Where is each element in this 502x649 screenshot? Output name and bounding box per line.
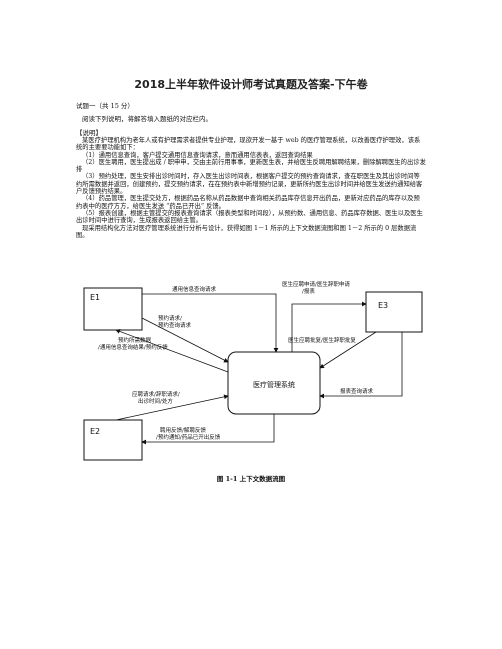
entity-e2-box [83,419,143,461]
flow-appointment-request-label-1: 预约请求/ [158,314,182,322]
process-label: 医疗管理系统 [253,380,295,389]
entity-e3-label: E3 [378,301,388,310]
paragraph-4: （4）药品管理，医生提交处方，根据药品名称从药品数据中查询相关药品库存信息开出药… [76,195,420,210]
document-title: 2018上半年软件设计师考试真题及答案-下午卷 [134,78,368,91]
flow-approval-label: 医生应聘批复/医生辞职批复 [288,336,356,344]
paragraph-1: （1）通用信息查询，客户提交通用信息查询请求，意而通用信表表，返回查询结果 [82,151,313,159]
figure-caption: 图 1-1 上下文数据流图 [216,475,286,483]
paragraph-2: （2）医生聘用，医生提出成 / 职申申，交由主前行用事事，更新医生表，并给医生反… [76,158,426,174]
flow-doctor-request [115,394,229,421]
paragraph-closing: 现采用结构化方法对医疗管理系统进行分析与设计，获得如图 1－1 所示的上下文数据… [76,224,417,239]
entity-e2-label: E2 [90,427,100,436]
flow-report-query [319,332,403,399]
instruction-text: 阅读下列说明，将解答填入题纸的对应栏内。 [82,115,212,123]
flow-hire-feedback-label-1: 聘用反馈/解聘反馈 [160,426,206,434]
flow-application-report-label-2: /报表 [302,287,315,295]
entity-e1-box [83,287,143,331]
paragraph-5: （5）报表创建，根据主管提交的报表查询请求（报表类型和时间段），从预约数、通用信… [76,209,423,225]
flow-general-query-label: 通用信息查询请求 [172,285,217,293]
context-dfd-diagram: E1 E2 E3 医疗管理系统 通用信息查询请求 预约请求/ 预约查询请求 预约… [83,280,423,461]
flow-appointment-data [115,329,229,373]
flow-appointment-data-label-2: /通用信息查询结果/预约反馈 [98,343,168,351]
paragraph-intro: 某医疗护理机构为老年人或有护理需求者提供专业护理，现欲开发一基于 web 的医疗… [76,137,421,152]
question-header: 试题一（共 15 分） [76,102,134,110]
flow-approval [319,331,377,369]
entity-e1-label: E1 [90,293,100,302]
flow-doctor-request-label-2: 出诊时间/处方 [138,397,173,405]
flow-appointment-data-label-1: 预约所需数据 [118,336,152,344]
entity-e3-box [365,291,423,333]
flow-report-query-label: 报表查询请求 [340,387,374,395]
flow-application-report-label-1: 医生应聘申请/医生辞职申请 [282,280,350,288]
flow-appointment-request-label-2: 预约查询请求 [158,321,192,329]
flow-appointment-request [141,317,229,363]
paragraph-3: （3）预约处理，医生安排出诊时间时，存入医生出诊时间表，根据客户提交的预约查询请… [76,173,423,196]
flow-doctor-request-label-1: 应聘请求/辞职请求/ [132,390,180,398]
section-label: 【说明】 [76,129,102,137]
flow-general-query [142,293,279,353]
flow-hire-feedback-label-2: /预约通知/药品已开出反馈 [156,433,221,441]
flow-hire-feedback [141,414,275,445]
description-body: 某医疗护理机构为老年人或有护理需求者提供专业护理，现欲开发一基于 web 的医疗… [76,137,426,239]
flow-application-report [291,301,367,352]
